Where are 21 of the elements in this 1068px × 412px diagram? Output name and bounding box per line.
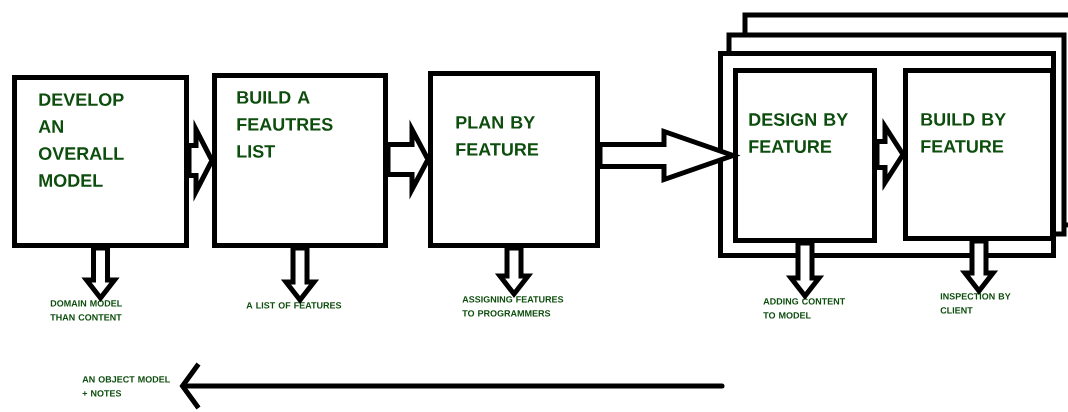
block-arrow <box>959 238 999 296</box>
process-box: PLAN BY FEATURE <box>428 71 600 248</box>
process-box: DEVELOP AN OVERALL MODEL <box>12 75 189 248</box>
process-box: DESIGN BY FEATURE <box>733 68 877 243</box>
output-label: A LIST OF FEATURES <box>246 302 342 309</box>
output-label: ASSIGNING FEATURES TO PROGRAMMERS <box>462 296 564 317</box>
output-label: ADDING CONTENT TO MODEL <box>763 298 846 319</box>
block-arrow <box>385 119 431 200</box>
block-arrow <box>81 245 120 303</box>
process-box: BUILD BY FEATURE <box>903 68 1055 241</box>
block-arrow <box>494 245 534 299</box>
output-label: INSPECTION BY CLIENT <box>940 293 1011 314</box>
block-arrow <box>874 118 906 191</box>
output-label: AN OBJECT MODEL + NOTES <box>82 376 170 397</box>
output-label: DOMAIN MODEL THAN CONTENT <box>50 300 122 321</box>
arrow <box>179 362 725 410</box>
block-arrow <box>597 127 741 183</box>
block-arrow <box>280 245 320 305</box>
block-arrow <box>186 119 215 202</box>
process-box: BUILD A FEAUTRES LIST <box>212 73 388 248</box>
block-arrow <box>785 240 825 301</box>
